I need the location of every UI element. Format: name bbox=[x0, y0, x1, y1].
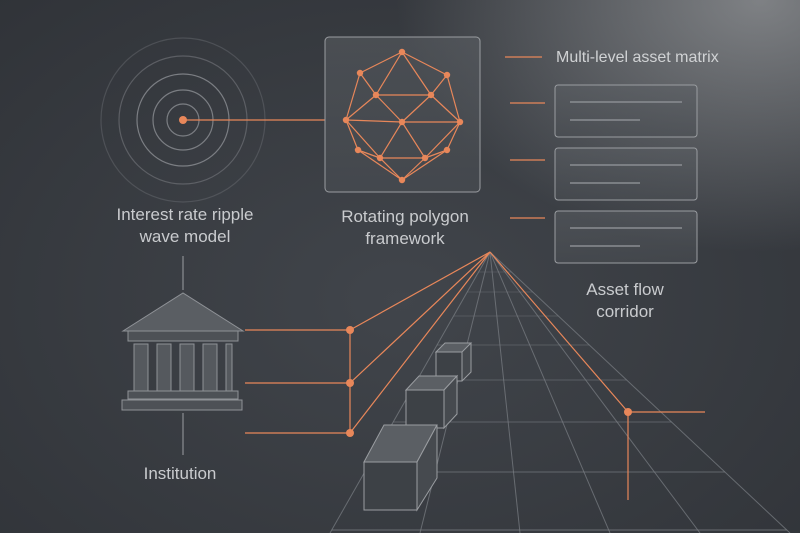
polygon-edge bbox=[401, 121, 426, 159]
corridor-node bbox=[624, 408, 632, 416]
polygon-vertex bbox=[398, 118, 406, 126]
asset-block-icon bbox=[363, 424, 438, 512]
polygon-vertex bbox=[443, 71, 451, 79]
polygon-framework-icon bbox=[342, 48, 464, 184]
polygon-edge bbox=[359, 51, 403, 74]
polygon-edge bbox=[401, 149, 448, 181]
polygon-edge bbox=[375, 51, 403, 96]
polygon-edge bbox=[345, 94, 377, 121]
polygon-edge bbox=[345, 72, 361, 121]
asset-flow-corridor-label-line2: corridor bbox=[596, 302, 654, 321]
asset-matrix-cards bbox=[554, 84, 698, 264]
polygon-edge bbox=[424, 149, 448, 159]
asset-matrix-card-icon bbox=[554, 210, 698, 264]
polygon-framework-label: Rotating polygon framework bbox=[300, 206, 510, 250]
polygon-edge bbox=[430, 94, 461, 123]
corridor-connectors bbox=[349, 251, 705, 500]
asset-matrix-connectors bbox=[505, 56, 545, 219]
polygon-vertex bbox=[398, 176, 406, 184]
polygon-vertex bbox=[398, 48, 406, 56]
polygon-vertex bbox=[376, 154, 384, 162]
asset-matrix-label: Multi-level asset matrix bbox=[556, 49, 719, 66]
institution-connectors bbox=[245, 326, 354, 437]
ripple-wave-label-line1: Interest rate ripple bbox=[116, 205, 254, 224]
asset-flow-corridor-label: Asset flow corridor bbox=[550, 279, 700, 323]
polygon-vertex bbox=[354, 146, 362, 154]
grid-line bbox=[489, 251, 791, 533]
polygon-vertex bbox=[342, 116, 350, 124]
polygon-edge bbox=[375, 94, 403, 123]
asset-block-icon bbox=[434, 342, 473, 382]
polygon-edge bbox=[424, 121, 461, 159]
polygon-edge bbox=[379, 157, 403, 181]
polygon-edge bbox=[345, 119, 381, 159]
polygon-vertex bbox=[372, 91, 380, 99]
polygon-edge bbox=[357, 149, 403, 181]
polygon-edge bbox=[379, 121, 403, 159]
institution-icon bbox=[121, 292, 245, 411]
asset-flow-corridor-label-line1: Asset flow bbox=[586, 280, 664, 299]
institution-label: Institution bbox=[143, 464, 217, 483]
grid-line bbox=[489, 251, 521, 533]
polygon-edge bbox=[446, 121, 461, 151]
corridor-node bbox=[346, 429, 354, 437]
polygon-edge bbox=[401, 94, 432, 123]
ripple-wave-label: Interest rate ripple wave model bbox=[80, 204, 290, 248]
polygon-edge bbox=[446, 74, 461, 123]
asset-matrix-card-icon bbox=[554, 147, 698, 201]
ripple-wave-label-line2: wave model bbox=[139, 227, 231, 246]
polygon-vertex bbox=[427, 91, 435, 99]
asset-matrix-card-icon bbox=[554, 84, 698, 138]
asset-block-icon bbox=[404, 374, 459, 430]
corridor-node bbox=[346, 326, 354, 334]
polygon-edge bbox=[430, 74, 448, 96]
polygon-edge bbox=[401, 157, 426, 181]
polygon-edge bbox=[401, 51, 432, 96]
polygon-vertex bbox=[421, 154, 429, 162]
grid-line bbox=[489, 251, 611, 533]
polygon-vertex bbox=[356, 69, 364, 77]
polygon-vertex bbox=[456, 118, 464, 126]
polygon-edge bbox=[345, 119, 403, 123]
grid-line bbox=[489, 251, 701, 533]
polygon-edge bbox=[345, 119, 359, 151]
polygon-edge bbox=[359, 72, 377, 96]
corridor-node bbox=[346, 379, 354, 387]
polygon-edge bbox=[357, 149, 381, 159]
polygon-edge bbox=[401, 51, 448, 76]
polygon-framework-label-line1: Rotating polygon bbox=[341, 207, 469, 226]
polygon-framework-label-line2: framework bbox=[365, 229, 445, 248]
polygon-vertex bbox=[443, 146, 451, 154]
